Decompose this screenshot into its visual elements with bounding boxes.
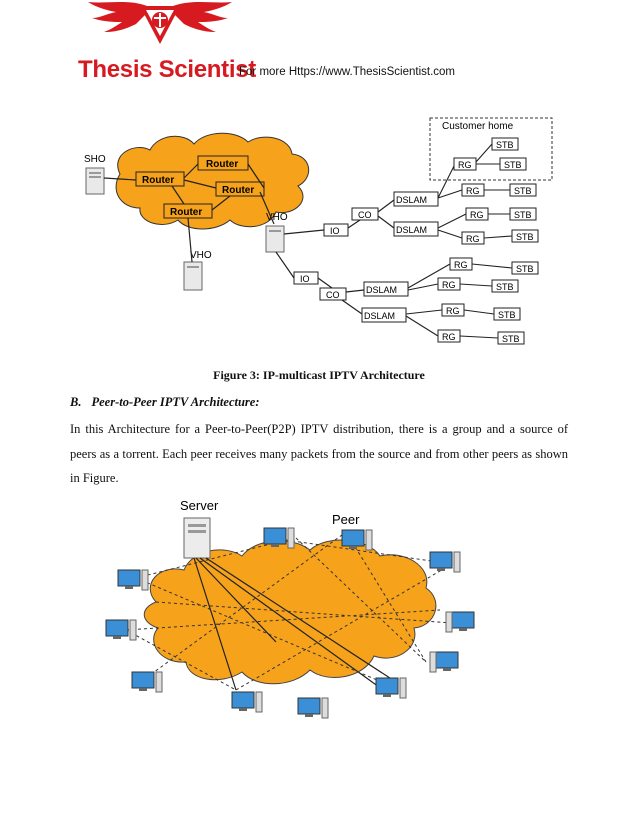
svg-text:STB: STB <box>496 282 514 292</box>
peer-computer-icon <box>263 527 295 549</box>
section-heading: B. Peer-to-Peer IPTV Architecture: <box>70 395 260 410</box>
peer-computer-icon <box>231 691 263 713</box>
peer-computer-icon <box>429 651 459 673</box>
stb-box: STB <box>511 229 539 243</box>
wings-emblem-icon <box>88 2 232 44</box>
io-box: IO <box>323 223 349 237</box>
peer-computer-icon <box>341 529 373 551</box>
svg-text:STB: STB <box>496 140 514 150</box>
co-box: CO <box>351 207 379 221</box>
customer-home-box <box>429 117 553 181</box>
stb-box: STB <box>491 279 519 293</box>
sho-label: SHO <box>84 154 106 165</box>
peer-computer-icon <box>297 697 329 719</box>
stb-box: STB <box>491 137 519 151</box>
svg-text:STB: STB <box>516 232 534 242</box>
svg-text:Router: Router <box>142 175 174 186</box>
p2p-iptv-diagram: Server Peer <box>105 498 475 719</box>
peer-computer-icon <box>445 611 475 633</box>
stb-box: STB <box>509 207 537 221</box>
svg-text:RG: RG <box>470 210 484 220</box>
rg-box: RG <box>449 257 473 271</box>
svg-text:DSLAM: DSLAM <box>366 285 397 295</box>
dslam-box: DSLAM <box>363 281 409 297</box>
co-box: CO <box>319 287 347 301</box>
stb-box: STB <box>497 331 525 345</box>
iptv-multicast-diagram: SHO Router Router Router Router VHO VHO … <box>84 117 553 345</box>
peer-computer-icon <box>117 569 149 591</box>
vho-lower-server-icon <box>183 261 203 291</box>
router-box: Router <box>215 181 265 197</box>
brand-name: Thesis Scientist <box>78 56 256 83</box>
vho-main-label: VHO <box>266 212 288 223</box>
server-label: Server <box>180 498 219 513</box>
stb-box: STB <box>499 157 527 171</box>
rg-box: RG <box>461 183 485 197</box>
svg-text:CO: CO <box>326 290 340 300</box>
svg-text:IO: IO <box>300 274 310 284</box>
section-number: B. <box>70 395 82 409</box>
svg-text:DSLAM: DSLAM <box>364 311 395 321</box>
svg-text:Router: Router <box>170 207 202 218</box>
svg-text:Router: Router <box>222 185 254 196</box>
rg-box: RG <box>437 329 461 343</box>
server-icon <box>183 517 211 559</box>
svg-text:STB: STB <box>502 334 520 344</box>
vho-lower-label: VHO <box>190 250 212 261</box>
svg-text:RG: RG <box>466 186 480 196</box>
svg-text:STB: STB <box>516 264 534 274</box>
vho-server-icon <box>265 225 285 253</box>
peer-computer-icon <box>105 619 137 641</box>
peer-computer-icon <box>131 671 163 693</box>
rg-box: RG <box>461 231 485 245</box>
peer-label: Peer <box>332 512 360 527</box>
header-website-link[interactable]: For more Https://www.ThesisScientist.com <box>239 66 455 78</box>
rg-box: RG <box>453 157 477 171</box>
router-box: Router <box>163 203 213 219</box>
svg-text:RG: RG <box>466 234 480 244</box>
rg-box: RG <box>441 303 465 317</box>
thesis-scientist-logo <box>88 2 232 44</box>
customer-home-label: Customer home <box>442 121 514 132</box>
dslam-box: DSLAM <box>361 307 407 323</box>
rg-box: RG <box>465 207 489 221</box>
dslam-box: DSLAM <box>393 221 439 237</box>
stb-box: STB <box>509 183 537 197</box>
io-box: IO <box>293 271 319 285</box>
svg-text:CO: CO <box>358 210 372 220</box>
rg-box: RG <box>437 277 461 291</box>
body-paragraph: In this Architecture for a Peer-to-Peer(… <box>70 422 568 485</box>
svg-text:DSLAM: DSLAM <box>396 225 427 235</box>
svg-text:RG: RG <box>458 160 472 170</box>
svg-text:IO: IO <box>330 226 340 236</box>
svg-text:DSLAM: DSLAM <box>396 195 427 205</box>
svg-text:RG: RG <box>442 332 456 342</box>
svg-text:RG: RG <box>442 280 456 290</box>
svg-text:RG: RG <box>446 306 460 316</box>
router-box: Router <box>197 155 249 171</box>
figure3-caption: Figure 3: IP-multicast IPTV Architecture <box>213 368 425 382</box>
svg-text:Router: Router <box>206 159 238 170</box>
svg-text:STB: STB <box>498 310 516 320</box>
svg-text:STB: STB <box>514 186 532 196</box>
section-title: Peer-to-Peer IPTV Architecture: <box>91 395 260 409</box>
stb-box: STB <box>493 307 521 321</box>
peer-computer-icon <box>429 551 461 573</box>
dslam-box: DSLAM <box>393 191 439 207</box>
svg-text:STB: STB <box>514 210 532 220</box>
svg-text:STB: STB <box>504 160 522 170</box>
router-box: Router <box>135 171 185 187</box>
sho-server-icon <box>85 167 105 195</box>
svg-text:RG: RG <box>454 260 468 270</box>
peer-computer-icon <box>375 677 407 699</box>
stb-box: STB <box>511 261 539 275</box>
